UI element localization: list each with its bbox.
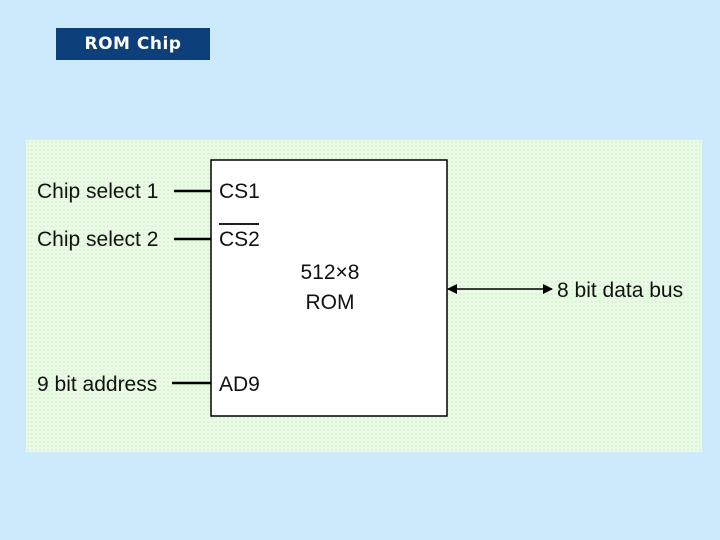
diagram-panel: 512×8 ROM CS1 CS2 AD9 Chip select 1 Chip… [26,140,702,452]
rom-chip-box [210,159,448,417]
pin-ad9-label: AD9 [219,373,260,396]
chip-select-1-label: Chip select 1 [37,180,158,203]
chip-select-2-label: Chip select 2 [37,228,158,251]
pin-cs2-label: CS2 [219,228,260,251]
chip-size-label: 512×8 [301,261,360,284]
chip-type-label: ROM [306,291,355,314]
rom-block-diagram: 512×8 ROM CS1 CS2 AD9 Chip select 1 Chip… [37,159,683,417]
data-bus-label: 8 bit data bus [557,279,683,302]
page-title: ROM Chip [56,28,210,60]
address-label: 9 bit address [37,373,157,396]
pin-cs1-label: CS1 [219,180,260,203]
